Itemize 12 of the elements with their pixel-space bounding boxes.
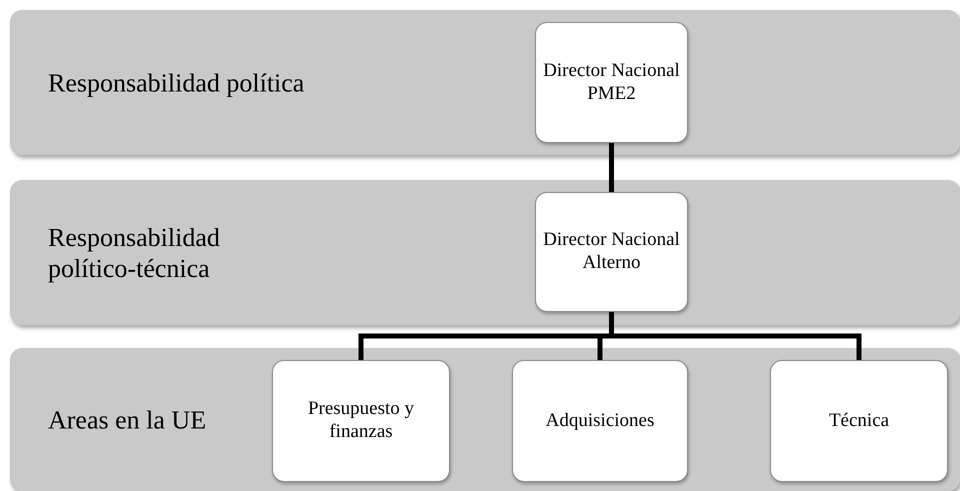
org-box: Técnica: [770, 360, 948, 482]
level-label: Responsabilidad política: [48, 66, 306, 98]
org-box: Presupuesto y finanzas: [272, 360, 450, 482]
band-background: [10, 348, 960, 491]
level-label: Responsabilidad político-técnica: [48, 221, 221, 284]
org-box: Director Nacional Alterno: [535, 192, 688, 312]
band-background: [10, 180, 960, 325]
band-background: [10, 10, 960, 155]
org-box: Director Nacional PME2: [535, 22, 688, 143]
org-box: Adquisiciones: [512, 360, 688, 482]
connector-line: [609, 143, 614, 192]
level-label: Areas en la UE: [48, 404, 208, 436]
